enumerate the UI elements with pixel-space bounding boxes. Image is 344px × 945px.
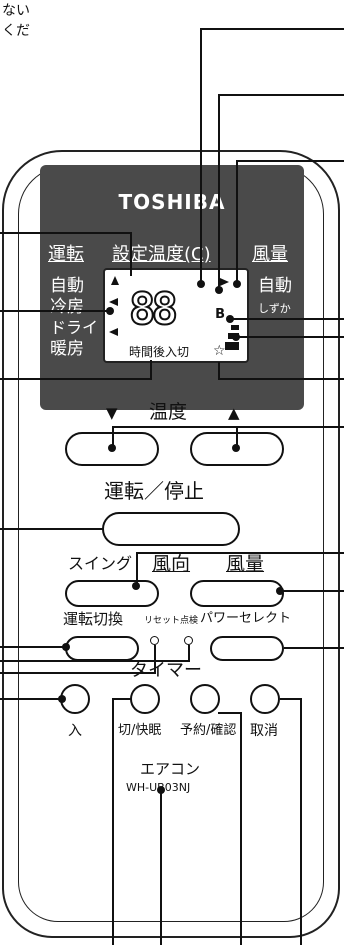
temp-label: 温度 xyxy=(149,401,188,423)
mode-indicator-icon xyxy=(109,328,118,336)
note-text-line-1: ない xyxy=(2,3,30,19)
header-set-temp-label: 設定温度(C) xyxy=(112,244,211,265)
power-select-button[interactable] xyxy=(210,636,284,661)
mode-cool: 冷房 xyxy=(50,297,84,317)
clean-indicator-icon: ☆ xyxy=(213,343,226,359)
fan-speed-button[interactable] xyxy=(190,580,284,607)
fan-indicator-icon xyxy=(220,278,229,286)
power-select-label: パワーセレクト xyxy=(200,611,292,626)
mode-heat: 暖房 xyxy=(50,339,84,359)
product-name: エアコン xyxy=(140,760,201,778)
timer-indicator-text: 時間後入切 xyxy=(129,345,190,359)
swing-label: スイング xyxy=(68,554,133,573)
check-label: 点検 xyxy=(180,616,199,626)
mode-indicator-icon xyxy=(109,298,118,306)
header-fan-label: 風量 xyxy=(252,244,288,265)
swing-button[interactable] xyxy=(65,580,159,607)
check-button[interactable] xyxy=(184,636,193,645)
mode-switch-button[interactable] xyxy=(65,636,139,661)
temperature-digits: 88 xyxy=(128,284,179,335)
timer-on-label: 入 xyxy=(68,723,82,739)
header-mode-label: 運転 xyxy=(48,244,84,265)
timer-reserve-confirm-button[interactable] xyxy=(190,684,220,714)
fan-auto: 自動 xyxy=(258,276,292,296)
reset-button[interactable] xyxy=(150,636,159,645)
temp-down-icon: ▼ xyxy=(106,404,118,422)
fan-quiet: しずか xyxy=(258,302,291,315)
b-mark: B xyxy=(215,307,225,322)
direction-label: 風向 xyxy=(152,553,191,575)
power-button[interactable] xyxy=(102,512,240,546)
mode-indicator-icon xyxy=(111,276,119,285)
power-label: 運転／停止 xyxy=(104,479,204,503)
timer-cancel-button[interactable] xyxy=(250,684,280,714)
timer-off-sleep-label: 切/快眠 xyxy=(118,723,162,738)
temp-up-icon: ▲ xyxy=(228,404,240,422)
lcd-display: 88 B 時間後入切 ☆ xyxy=(103,268,249,363)
brand-logo: TOSHIBA xyxy=(118,190,226,214)
timer-cancel-label: 取消 xyxy=(250,723,278,739)
timer-off-sleep-button[interactable] xyxy=(130,684,160,714)
timer-label: タイマー xyxy=(130,660,202,681)
mode-auto: 自動 xyxy=(50,276,84,296)
reset-label: リセット xyxy=(144,616,181,626)
mode-dry: ドライ xyxy=(50,318,99,337)
fan-speed-label: 風量 xyxy=(226,553,265,575)
note-text-line-2: くだ xyxy=(2,23,30,39)
mode-switch-label: 運転切換 xyxy=(63,610,124,628)
timer-reserve-confirm-label: 予約/確認 xyxy=(180,723,237,738)
